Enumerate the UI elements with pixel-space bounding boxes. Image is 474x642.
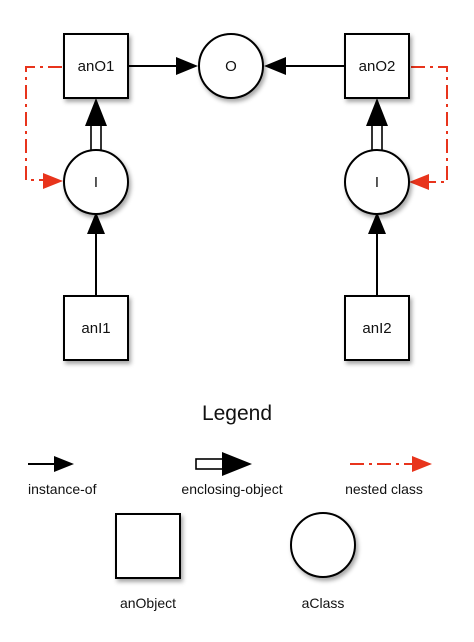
legend-an-object-label: anObject bbox=[120, 595, 176, 611]
edge-ani1-instance-of-i bbox=[87, 212, 105, 296]
legend-title: Legend bbox=[202, 402, 272, 425]
node-ano2-label: anO2 bbox=[359, 58, 396, 75]
legend-nested-class: nested class bbox=[345, 456, 432, 497]
edge-ano1-instance-of-o bbox=[128, 57, 198, 75]
node-ano1[interactable]: anO1 bbox=[63, 33, 129, 99]
legend-instance-of-label: instance-of bbox=[28, 481, 97, 497]
node-o-label: O bbox=[225, 58, 237, 75]
node-i-right[interactable]: I bbox=[344, 149, 410, 215]
node-i-left-label: I bbox=[94, 174, 98, 191]
legend-enclosing-object: enclosing-object bbox=[181, 452, 283, 497]
legend-enclosing-object-label: enclosing-object bbox=[181, 481, 282, 497]
edge-ano2-instance-of-o bbox=[264, 57, 345, 75]
edge-ano2-nested-class-i-right bbox=[409, 66, 448, 190]
node-ano2[interactable]: anO2 bbox=[344, 33, 410, 99]
legend-a-class: aClass bbox=[290, 512, 356, 611]
legend-enclosing-object-shaft bbox=[195, 458, 227, 470]
node-i-left[interactable]: I bbox=[63, 149, 129, 215]
legend-an-object: anObject bbox=[115, 513, 181, 611]
legend-nested-class-arrowhead bbox=[412, 456, 432, 472]
legend-a-class-label: aClass bbox=[302, 595, 345, 611]
node-ani1-label: anI1 bbox=[81, 320, 110, 337]
node-ani2[interactable]: anI2 bbox=[344, 295, 410, 361]
legend-a-class-circle bbox=[290, 512, 356, 578]
node-i-right-label: I bbox=[375, 174, 379, 191]
node-ani2-label: anI2 bbox=[362, 320, 391, 337]
edge-ano1-nested-class-i-left bbox=[25, 66, 63, 189]
node-ano1-label: anO1 bbox=[78, 58, 115, 75]
legend-instance-of-arrowhead bbox=[54, 456, 74, 472]
node-o[interactable]: O bbox=[198, 33, 264, 99]
legend-nested-class-label: nested class bbox=[345, 481, 423, 497]
edge-ani2-instance-of-i bbox=[368, 212, 386, 296]
legend-an-object-square bbox=[115, 513, 181, 579]
node-ani1[interactable]: anI1 bbox=[63, 295, 129, 361]
legend-instance-of: instance-of bbox=[28, 456, 97, 497]
legend-enclosing-object-arrowhead bbox=[222, 452, 252, 476]
